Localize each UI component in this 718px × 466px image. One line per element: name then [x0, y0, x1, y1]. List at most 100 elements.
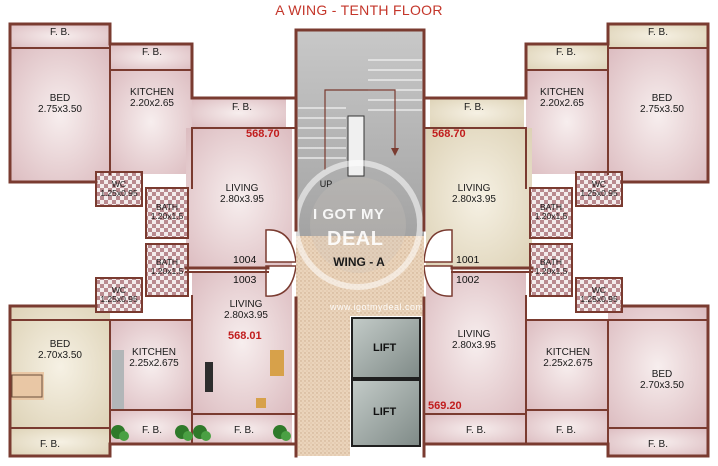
room-name: BATH	[155, 202, 179, 212]
area-1004: 568.70	[246, 128, 280, 140]
bath-1003-floor	[146, 244, 188, 296]
fb-1001-kitchen-floor	[526, 44, 608, 70]
room-name: BATH	[539, 257, 563, 267]
living-1003-label: LIVING 2.80x3.95	[216, 299, 276, 321]
fb-text: F. B.	[233, 425, 254, 436]
room-dim: 2.70x3.50	[640, 379, 684, 391]
room-name: BED	[651, 93, 673, 104]
fb-text: F. B.	[463, 102, 484, 113]
fb-1003-bed-floor	[10, 428, 110, 456]
kitchen-1001-label: KITCHEN 2.20x2.65	[530, 87, 594, 109]
wc-1002-label: WC 1.25x0.95	[578, 286, 620, 304]
stair-arrow-path	[324, 89, 396, 170]
room-dim: 2.80x3.95	[452, 339, 496, 351]
bath-1001-floor	[530, 188, 572, 238]
fb-text: F. B.	[231, 102, 252, 113]
bath-1004-label: BATH 1.20x1.5	[148, 203, 186, 221]
fb-1004-living-floor	[192, 98, 286, 128]
stair-up-label: UP	[319, 179, 333, 189]
bed-1003-furniture	[10, 372, 44, 400]
room-name: WC	[111, 179, 127, 189]
room-dim: 2.70x3.50	[38, 349, 82, 361]
building-core	[265, 30, 453, 456]
flat-1003	[10, 244, 292, 456]
stair-treads	[298, 59, 422, 159]
bath-1003-label: BATH 1.20x1.5	[148, 258, 186, 276]
tv-unit-1003	[205, 362, 213, 392]
room-name: KITCHEN	[132, 347, 176, 358]
wc-1001-floor	[576, 172, 622, 206]
flat-number-1003: 1003	[233, 274, 257, 286]
kitchen-1003-platform	[112, 350, 124, 410]
fb-text: F. B.	[141, 425, 162, 436]
area-1001: 568.70	[432, 128, 466, 140]
living-1002-label: LIVING 2.80x3.95	[444, 329, 504, 351]
fb-1001-living-floor	[430, 98, 524, 128]
room-dim: 2.25x2.675	[543, 357, 593, 369]
room-dim: 1.20x1.5	[150, 210, 184, 221]
fb-text: F. B.	[647, 27, 668, 38]
room-dim: 1.25x0.95	[100, 293, 138, 304]
room-dim: 2.80x3.95	[452, 193, 496, 205]
room-name: BATH	[539, 202, 563, 212]
fb-1002-bed-floor	[608, 428, 708, 456]
wc-1004-label: WC 1.25x0.95	[98, 180, 140, 198]
room-dim: 2.75x3.50	[38, 103, 82, 115]
wc-1002-floor	[576, 278, 622, 312]
bed-1003-floor	[10, 306, 110, 428]
room-dim: 1.25x0.95	[580, 187, 618, 198]
room-dim: 2.20x2.65	[130, 97, 174, 109]
watermark-logo-top: I GOT MY	[313, 206, 385, 223]
bath-1001-label: BATH 1.20x1.5	[532, 203, 570, 221]
plan-title: A WING - TENTH FLOOR	[275, 2, 443, 18]
living-1001-label: LIVING 2.80x3.95	[444, 183, 504, 205]
flat-number-1004: 1004	[233, 254, 257, 266]
bed-1004-label: BED 2.75x3.50	[30, 93, 90, 115]
wc-1003-label: WC 1.25x0.95	[98, 286, 140, 304]
bed-1002-label: BED 2.70x3.50	[632, 369, 692, 391]
kitchen-1003-label: KITCHEN 2.25x2.675	[122, 347, 186, 369]
fb-label: F. B.	[224, 425, 264, 437]
walls	[8, 22, 710, 458]
fb-1001-bed-floor	[608, 24, 708, 48]
kitchen-1002-label: KITCHEN 2.25x2.675	[536, 347, 600, 369]
flat-number-1002: 1002	[456, 274, 480, 286]
watermark-disc	[310, 177, 406, 273]
bed-1001-label: BED 2.75x3.50	[632, 93, 692, 115]
fb-1002-living-floor	[426, 414, 526, 444]
fb-text: F. B.	[49, 27, 70, 38]
flat-1001	[426, 24, 708, 268]
wc-1004-floor	[96, 172, 142, 206]
room-dim: 1.20x1.5	[534, 210, 568, 221]
lift-2-label: LIFT	[373, 406, 397, 418]
room-name: WC	[111, 285, 127, 295]
fb-label: F. B.	[132, 47, 172, 59]
sofa-1003	[270, 350, 284, 376]
area-1003: 568.01	[228, 330, 262, 342]
fb-label: F. B.	[132, 425, 172, 437]
room-dim: 1.20x1.5	[150, 265, 184, 276]
bed-1002-floor	[608, 306, 708, 428]
flat-number-1001: 1001	[456, 254, 480, 266]
fb-label: F. B.	[40, 27, 80, 39]
fb-text: F. B.	[555, 425, 576, 436]
room-dim: 2.20x2.65	[540, 97, 584, 109]
room-dim: 2.75x3.50	[640, 103, 684, 115]
room-name: WC	[591, 179, 607, 189]
room-name: BED	[651, 369, 673, 380]
lift-1	[351, 317, 421, 379]
fb-label: F. B.	[638, 439, 678, 451]
wc-1001-label: WC 1.25x0.95	[578, 180, 620, 198]
room-name: BED	[49, 339, 71, 350]
room-dim: 1.20x1.5	[534, 265, 568, 276]
lobby-center	[296, 236, 424, 290]
wc-1003-floor	[96, 278, 142, 312]
kitchen-1001-floor	[526, 70, 608, 174]
bed-1003-label: BED 2.70x3.50	[30, 339, 90, 361]
room-name: WC	[591, 285, 607, 295]
fb-label: F. B.	[454, 102, 494, 114]
lift-1-label: LIFT	[373, 342, 397, 354]
fb-text: F. B.	[465, 425, 486, 436]
room-name: LIVING	[457, 183, 491, 194]
